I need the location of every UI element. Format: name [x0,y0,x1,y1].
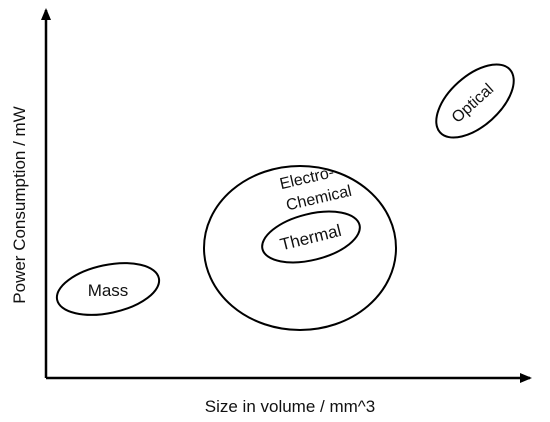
thermal-region [261,210,361,264]
optical-label: Optical [449,81,497,127]
y-axis-label: Power Consumption / mW [10,106,29,303]
thermal-label: Thermal [278,221,343,255]
optical-region [435,63,515,139]
electrochemical-region [203,165,397,331]
mass-label: Mass [88,281,129,300]
mass-region [55,262,161,316]
x-axis-label: Size in volume / mm^3 [205,397,375,416]
